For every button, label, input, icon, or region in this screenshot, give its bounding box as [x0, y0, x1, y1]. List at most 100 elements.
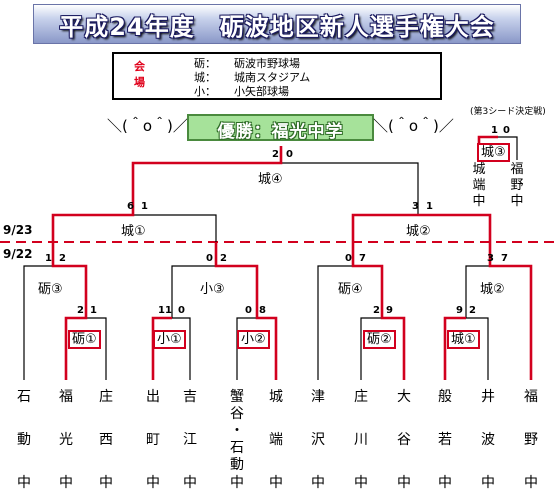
r1d-venue: 砺② [363, 330, 396, 349]
venue-abbr-1: 砺： [194, 57, 216, 70]
date-lower: 9/22 [3, 247, 33, 261]
r1a-score-right: 1 [90, 305, 97, 316]
cheer-face-right: ＼(＾o＾)／ [373, 117, 454, 135]
school-name-char: 川 [354, 432, 368, 448]
school-name-char: 動 [17, 432, 31, 448]
third-seed-venue: 城③ [477, 143, 510, 162]
school-name-char: 石 [17, 389, 31, 405]
qf1-venue: 砺③ [38, 282, 63, 297]
school-name-char: 出 [146, 389, 160, 405]
school-name-char: 中 [524, 475, 538, 491]
win-path-r1-d [351, 213, 418, 380]
venue-abbr-3: 小： [194, 85, 216, 98]
school-name-char: 中 [269, 475, 283, 491]
r1e-score-left: 9 [456, 305, 463, 316]
tournament-title: 平成24年度 砺波地区新人選手権大会 [59, 12, 495, 41]
r1d-score-right: 9 [386, 305, 393, 316]
venue-abbr-2: 城： [194, 71, 216, 84]
school-name-char: 江 [183, 432, 197, 448]
venue-name-3: 小矢部球場 [234, 85, 289, 98]
third-seed-team-b-3: 中 [510, 194, 524, 209]
school-name-char: 中 [230, 475, 244, 491]
qf2-score-right: 2 [220, 253, 227, 264]
win-path-r1-b [151, 316, 172, 380]
school-name-char: 中 [146, 475, 160, 491]
date-upper: 9/23 [3, 223, 33, 237]
venue-name-2: 城南スタジアム [234, 71, 311, 84]
school-name-char: 中 [59, 475, 73, 491]
third-seed-team-a-3: 中 [472, 194, 486, 209]
r1d-score-left: 2 [373, 305, 380, 316]
third-seed-score-right: 0 [503, 125, 510, 136]
sf1-score-left: 6 [127, 201, 134, 212]
line-r1-d [360, 317, 405, 380]
title-banner: 平成24年度 砺波地区新人選手権大会 [33, 4, 521, 44]
win-path-r1-c [214, 242, 278, 380]
sf1-score-right: 1 [141, 201, 148, 212]
school-name-char: 中 [99, 475, 113, 491]
winner-banner: 優勝：福光中学 [187, 114, 374, 142]
qf3-score-left: 0 [345, 253, 352, 264]
r1b-venue: 小① [153, 330, 186, 349]
qf3-venue: 砺④ [338, 282, 363, 297]
school-name-char: 谷 [230, 406, 244, 422]
school-name-char: 沢 [311, 432, 325, 448]
school-name-char: 蟹 [230, 389, 244, 405]
school-name-char: 西 [99, 432, 113, 448]
school-name-char: 中 [17, 475, 31, 491]
third-seed-note: (第3シード決定戦) [470, 107, 546, 117]
r1c-score-left: 0 [245, 305, 252, 316]
school-name-char: 光 [59, 432, 73, 448]
sf2-venue: 城② [406, 224, 431, 239]
school-name-char: 中 [311, 475, 325, 491]
r1b-score-left: 11 [158, 305, 172, 316]
school-name-char: 町 [146, 432, 160, 448]
school-name-char: ・ [230, 423, 244, 439]
third-seed-team-a-1: 城 [472, 162, 486, 177]
school-name-char: 中 [354, 475, 368, 491]
qf4-score-right: 7 [501, 253, 508, 264]
school-name-char: 津 [311, 389, 325, 405]
qf4-score-left: 3 [487, 253, 494, 264]
school-name-char: 井 [481, 389, 495, 405]
school-name-char: 福 [59, 389, 73, 405]
school-name-char: 波 [481, 432, 495, 448]
school-name-char: 谷 [397, 432, 411, 448]
school-name-char: 野 [524, 432, 538, 448]
qf1-score-right: 2 [59, 253, 66, 264]
win-path-r1-e [443, 316, 466, 380]
third-seed-team-b-1: 福 [510, 162, 524, 177]
line-r1-a [65, 317, 107, 380]
r1c-venue: 小② [237, 330, 270, 349]
school-name-char: 若 [438, 432, 452, 448]
school-name-char: 石 [230, 440, 244, 456]
qf4-venue: 城② [480, 282, 505, 297]
line-r1-c [236, 317, 277, 380]
school-name-char: 福 [524, 389, 538, 405]
third-seed-score-left: 1 [491, 125, 498, 136]
venue-legend: 会 場 砺： 砺波市野球場 城： 城南スタジアム 小： 小矢部球場 [112, 52, 442, 100]
school-name-char: 吉 [183, 389, 197, 405]
venue-key-top: 会 [134, 60, 145, 73]
third-seed-team-b-2: 野 [510, 178, 524, 193]
r1b-score-right: 0 [178, 305, 185, 316]
win-path-qf-4 [418, 213, 533, 380]
school-name-char: 端 [269, 432, 283, 448]
r1c-score-right: 8 [259, 305, 266, 316]
win-path-fukumitsu [51, 146, 283, 380]
sf1-venue: 城① [121, 224, 146, 239]
school-name-char: 庄 [99, 389, 113, 405]
qf3-score-right: 7 [359, 253, 366, 264]
r1e-venue: 城① [447, 330, 480, 349]
school-name-char: 庄 [354, 389, 368, 405]
venue-key-bottom: 場 [134, 76, 145, 89]
school-name-char: 般 [438, 389, 452, 405]
r1a-score-left: 2 [77, 305, 84, 316]
r1e-score-right: 2 [469, 305, 476, 316]
sf2-score-right: 1 [426, 201, 433, 212]
venue-name-1: 砺波市野球場 [234, 57, 300, 70]
school-name-char: 中 [438, 475, 452, 491]
school-name-char: 中 [183, 475, 197, 491]
cheer-face-left: ＼(＾o＾)／ [107, 117, 188, 135]
school-name-char: 中 [397, 475, 411, 491]
